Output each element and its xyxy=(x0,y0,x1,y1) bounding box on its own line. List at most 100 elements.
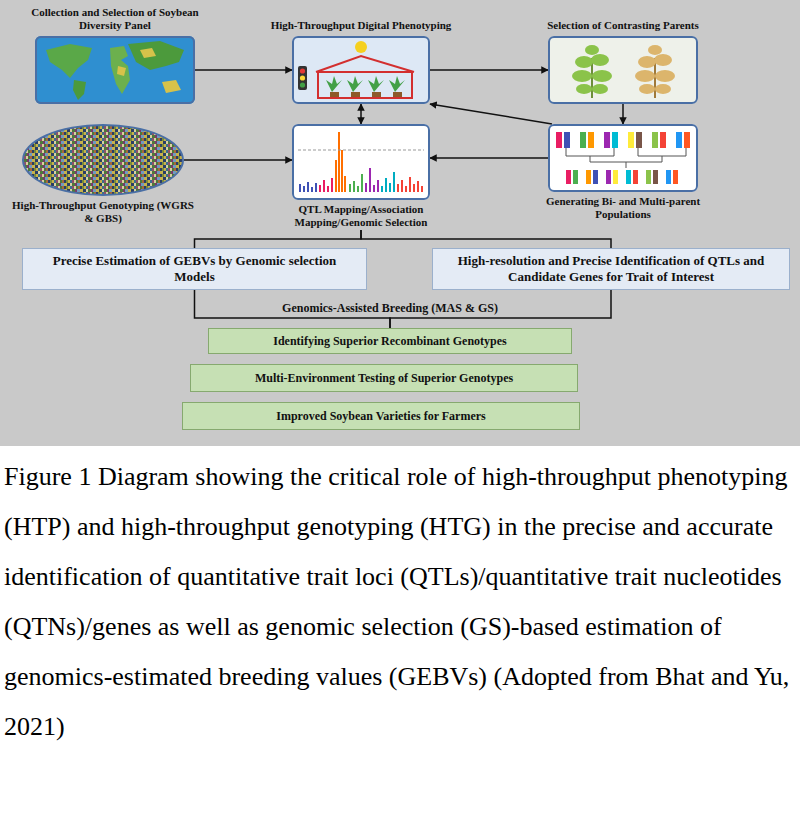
connector-arrow xyxy=(360,104,362,124)
breeding-step-box: Identifying Superior Recombinant Genotyp… xyxy=(208,328,572,354)
marker-column xyxy=(366,168,378,192)
breeding-step-box: Multi-Environment Testing of Superior Ge… xyxy=(190,364,578,392)
leaf xyxy=(654,54,672,66)
frame-fill xyxy=(548,36,698,104)
parent-plants xyxy=(548,36,698,104)
leaf xyxy=(575,56,593,68)
chromosome xyxy=(673,170,678,184)
chromosome xyxy=(626,170,631,184)
outcome-box: Precise Estimation of GEBVs by Genomic s… xyxy=(22,248,367,290)
chromosome xyxy=(628,132,634,148)
chromosome xyxy=(633,170,638,184)
connector-arrow xyxy=(184,159,292,161)
section-label: Genomics-Assisted Breeding (MAS & GS) xyxy=(282,301,498,315)
leaf xyxy=(591,54,609,66)
population-chart xyxy=(548,124,698,192)
chromosome xyxy=(646,170,651,184)
marker-column xyxy=(320,178,332,192)
frame-fill xyxy=(292,124,430,200)
chromosome xyxy=(606,170,611,184)
marker-column xyxy=(382,172,394,192)
image-frame xyxy=(548,36,698,104)
image-frame xyxy=(548,124,698,192)
image-panel-node: Collection and Selection of Soybean Dive… xyxy=(15,6,215,104)
leaf xyxy=(576,84,592,94)
light-yellow xyxy=(300,75,305,80)
connector-arrow xyxy=(430,157,548,159)
plant xyxy=(326,76,342,92)
image-frame xyxy=(22,124,184,196)
image-panel-node: High-Throughput Digital Phenotyping xyxy=(261,19,461,104)
leaf xyxy=(592,84,608,94)
continent xyxy=(128,41,184,70)
leaf xyxy=(572,70,592,82)
chromosome xyxy=(593,170,598,184)
leaf xyxy=(585,45,599,55)
sun xyxy=(355,41,367,53)
plants xyxy=(326,76,405,92)
progeny-row xyxy=(566,170,678,184)
ocean xyxy=(35,36,195,104)
image-frame xyxy=(292,36,430,104)
chromosome xyxy=(588,132,594,148)
plant xyxy=(389,76,405,92)
image-panel-node: Generating Bi- and Multi-parent Populati… xyxy=(538,124,708,222)
desert-patch xyxy=(117,66,126,76)
box-text: Precise Estimation of GEBVs by Genomic s… xyxy=(33,253,356,285)
desert-patch xyxy=(140,48,156,58)
sensor-light xyxy=(298,66,307,90)
chromosome xyxy=(573,170,578,184)
chromosome xyxy=(660,132,666,148)
chromosome xyxy=(556,132,562,148)
pot xyxy=(330,92,339,97)
connector-line xyxy=(195,230,362,248)
light-red xyxy=(300,68,305,73)
image-frame xyxy=(35,36,195,104)
continent xyxy=(162,80,181,93)
marker-column xyxy=(398,177,422,192)
pot xyxy=(372,92,381,97)
chromosome xyxy=(566,170,571,184)
image-panel-node: QTL Mapping/Association Mapping/Genomic … xyxy=(281,124,441,230)
chromosome xyxy=(580,132,586,148)
continent xyxy=(110,46,130,94)
box-text: Improved Soybean Varieties for Farmers xyxy=(276,408,486,424)
image-panel-node: High-Throughput Genotyping (WGRS & GBS) xyxy=(8,124,198,226)
connector-arrow xyxy=(622,104,624,124)
leaf xyxy=(655,70,675,82)
pot xyxy=(393,92,402,97)
chromosome xyxy=(586,170,591,184)
panel-heading: High-Throughput Genotyping (WGRS & GBS) xyxy=(8,199,198,225)
manhattan-plot xyxy=(292,124,430,200)
marker-column xyxy=(300,182,316,192)
marker-column xyxy=(350,174,362,192)
threshold-line xyxy=(298,150,424,151)
frame-fill xyxy=(548,124,698,192)
leaf xyxy=(655,84,671,94)
greenhouse-roof xyxy=(316,56,414,72)
greenhouse-wall xyxy=(318,72,412,98)
continent xyxy=(46,44,92,78)
chromosome xyxy=(612,132,618,148)
panel-heading: Generating Bi- and Multi-parent Populati… xyxy=(538,195,708,221)
chromosome xyxy=(684,132,690,148)
breeding-step-box: Improved Soybean Varieties for Farmers xyxy=(182,402,580,430)
plant xyxy=(347,76,363,92)
chromosome xyxy=(613,170,618,184)
box-text: Identifying Superior Recombinant Genotyp… xyxy=(273,333,506,349)
connector-line xyxy=(361,230,611,248)
genotype-heatmap xyxy=(23,125,183,195)
leaf xyxy=(639,84,655,94)
chromosome xyxy=(676,132,682,148)
panel-heading: Collection and Selection of Soybean Dive… xyxy=(15,6,215,32)
green-plant xyxy=(572,45,612,94)
leaf xyxy=(635,70,655,82)
chromosome xyxy=(636,132,642,148)
world-map xyxy=(35,36,195,104)
leaf xyxy=(638,56,656,68)
frame-fill xyxy=(292,36,430,104)
continent xyxy=(73,80,86,100)
box-text: High-resolution and Precise Identificati… xyxy=(443,253,779,285)
